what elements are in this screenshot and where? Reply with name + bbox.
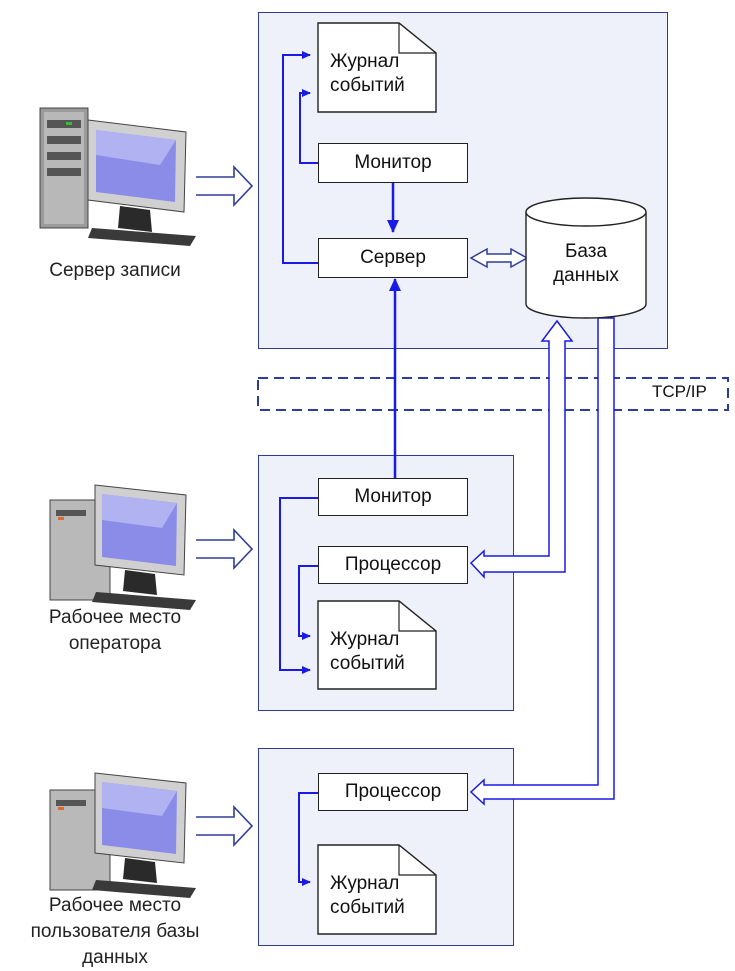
operator-processor-node: Процессор bbox=[318, 546, 468, 584]
database-text: База данных bbox=[553, 241, 619, 286]
server-journal-text: Журнал событий bbox=[330, 51, 405, 96]
database-operator-link bbox=[469, 319, 574, 579]
operator-journal-text: Журнал событий bbox=[330, 629, 405, 674]
computer-to-server-arrow bbox=[196, 164, 254, 208]
operator-monitor-node: Монитор bbox=[318, 478, 468, 516]
operator-journal-doc bbox=[317, 600, 437, 690]
server-computer-label: Сервер записи bbox=[49, 260, 181, 281]
operator-monitor-to-journal-link bbox=[279, 497, 318, 674]
database-dbuser-link bbox=[469, 317, 615, 806]
dbuser-computer-icon bbox=[49, 772, 196, 898]
dbuser-journal-text: Журнал событий bbox=[330, 873, 405, 918]
network-band bbox=[257, 377, 729, 411]
server-to-journal-link bbox=[282, 51, 318, 264]
operator-computer-label: Рабочее место оператора bbox=[48, 607, 182, 654]
monitor-to-journal-link bbox=[299, 89, 318, 164]
server-journal-doc bbox=[317, 22, 437, 113]
dbuser-computer-label: Рабочее место пользователя базы данных bbox=[30, 895, 200, 968]
dbuser-processor-node: Процессор bbox=[318, 773, 468, 811]
dbuser-journal-doc bbox=[317, 844, 437, 935]
operator-computer-icon bbox=[49, 484, 196, 610]
network-label: TCP/IP bbox=[652, 382, 707, 401]
server-monitor-node: Монитор bbox=[318, 143, 468, 183]
dbuser-processor-to-journal-link bbox=[298, 792, 318, 886]
operator-processor-to-journal-link bbox=[298, 565, 318, 640]
server-computer-icon bbox=[39, 107, 196, 246]
server-database-link bbox=[469, 247, 529, 269]
computer-to-dbuser-arrow bbox=[196, 804, 254, 848]
computer-to-operator-arrow bbox=[196, 527, 254, 571]
server-node: Сервер bbox=[318, 238, 468, 278]
database-cylinder bbox=[525, 197, 647, 319]
